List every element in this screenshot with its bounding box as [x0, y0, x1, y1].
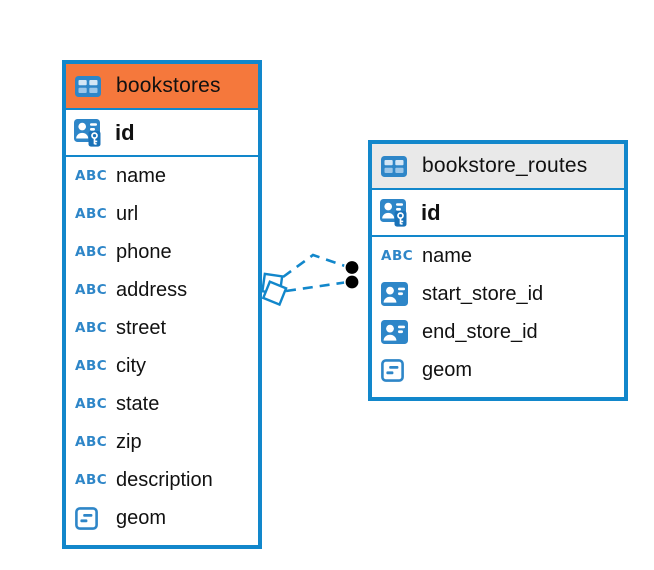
text-abc-icon: ABC — [75, 396, 108, 412]
column-label: description — [116, 468, 213, 491]
column-label: url — [116, 202, 139, 225]
relationship-edge-upper[interactable] — [282, 253, 349, 279]
text-abc-icon: ABC — [381, 248, 414, 264]
column-label: start_store_id — [422, 282, 544, 305]
column-row-id[interactable]: id — [372, 190, 624, 237]
text-abc-icon: ABC — [75, 434, 108, 450]
column-row-id[interactable]: id — [66, 110, 258, 157]
table-icon — [75, 75, 107, 97]
geometry-icon — [381, 358, 413, 382]
column-label: id — [421, 199, 441, 225]
column-label: end_store_id — [422, 320, 538, 343]
geometry-icon — [75, 506, 107, 530]
column-label: geom — [116, 506, 167, 529]
text-abc-icon: ABC — [75, 358, 108, 374]
text-abc-icon: ABC — [75, 320, 108, 336]
person-reference-icon — [381, 282, 413, 306]
text-abc-icon: ABC — [75, 472, 108, 488]
column-row-phone[interactable]: ABC phone — [66, 233, 258, 271]
column-label: geom — [422, 358, 473, 381]
text-abc-icon: ABC — [75, 206, 108, 222]
column-row-address[interactable]: ABC address — [66, 271, 258, 309]
column-row-name[interactable]: ABC name — [66, 157, 258, 195]
column-label: id — [115, 119, 135, 145]
table-bookstores-columns: ABC name ABC url ABC phone ABC address A… — [66, 157, 258, 537]
column-label: address — [116, 278, 188, 301]
table-bookstores-header[interactable]: bookstores — [66, 64, 258, 110]
table-bookstore-routes-columns: ABC name start_store_id — [372, 237, 624, 389]
column-row-city[interactable]: ABC city — [66, 347, 258, 385]
column-label: phone — [116, 240, 172, 263]
table-bookstore-routes[interactable]: bookstore_routes id ABC name — [368, 140, 628, 401]
column-row-start-store-id[interactable]: start_store_id — [372, 275, 624, 313]
primary-key-icon — [74, 118, 106, 147]
text-abc-icon: ABC — [75, 168, 108, 184]
text-abc-icon: ABC — [75, 282, 108, 298]
column-row-state[interactable]: ABC state — [66, 385, 258, 423]
column-label: city — [116, 354, 146, 377]
column-label: zip — [116, 430, 142, 453]
column-row-name[interactable]: ABC name — [372, 237, 624, 275]
column-row-geom[interactable]: geom — [372, 351, 624, 389]
table-bookstores[interactable]: bookstores id ABC name ABC ur — [62, 60, 262, 549]
table-bookstore-routes-header[interactable]: bookstore_routes — [372, 144, 624, 190]
table-title: bookstores — [116, 74, 221, 97]
table-icon — [381, 155, 413, 177]
relationship-edge-lower[interactable] — [285, 280, 349, 293]
relationship-source-marker — [261, 272, 288, 307]
column-label: street — [116, 316, 167, 339]
table-title: bookstore_routes — [422, 154, 588, 177]
text-abc-icon: ABC — [75, 244, 108, 260]
primary-key-icon — [380, 198, 412, 227]
column-row-zip[interactable]: ABC zip — [66, 423, 258, 461]
column-label: state — [116, 392, 160, 415]
column-row-end-store-id[interactable]: end_store_id — [372, 313, 624, 351]
person-reference-icon — [381, 320, 413, 344]
column-row-description[interactable]: ABC description — [66, 461, 258, 499]
column-label: name — [422, 244, 473, 267]
column-row-street[interactable]: ABC street — [66, 309, 258, 347]
column-label: name — [116, 164, 167, 187]
column-row-url[interactable]: ABC url — [66, 195, 258, 233]
column-row-geom[interactable]: geom — [66, 499, 258, 537]
relationship-target-marker — [343, 259, 360, 290]
